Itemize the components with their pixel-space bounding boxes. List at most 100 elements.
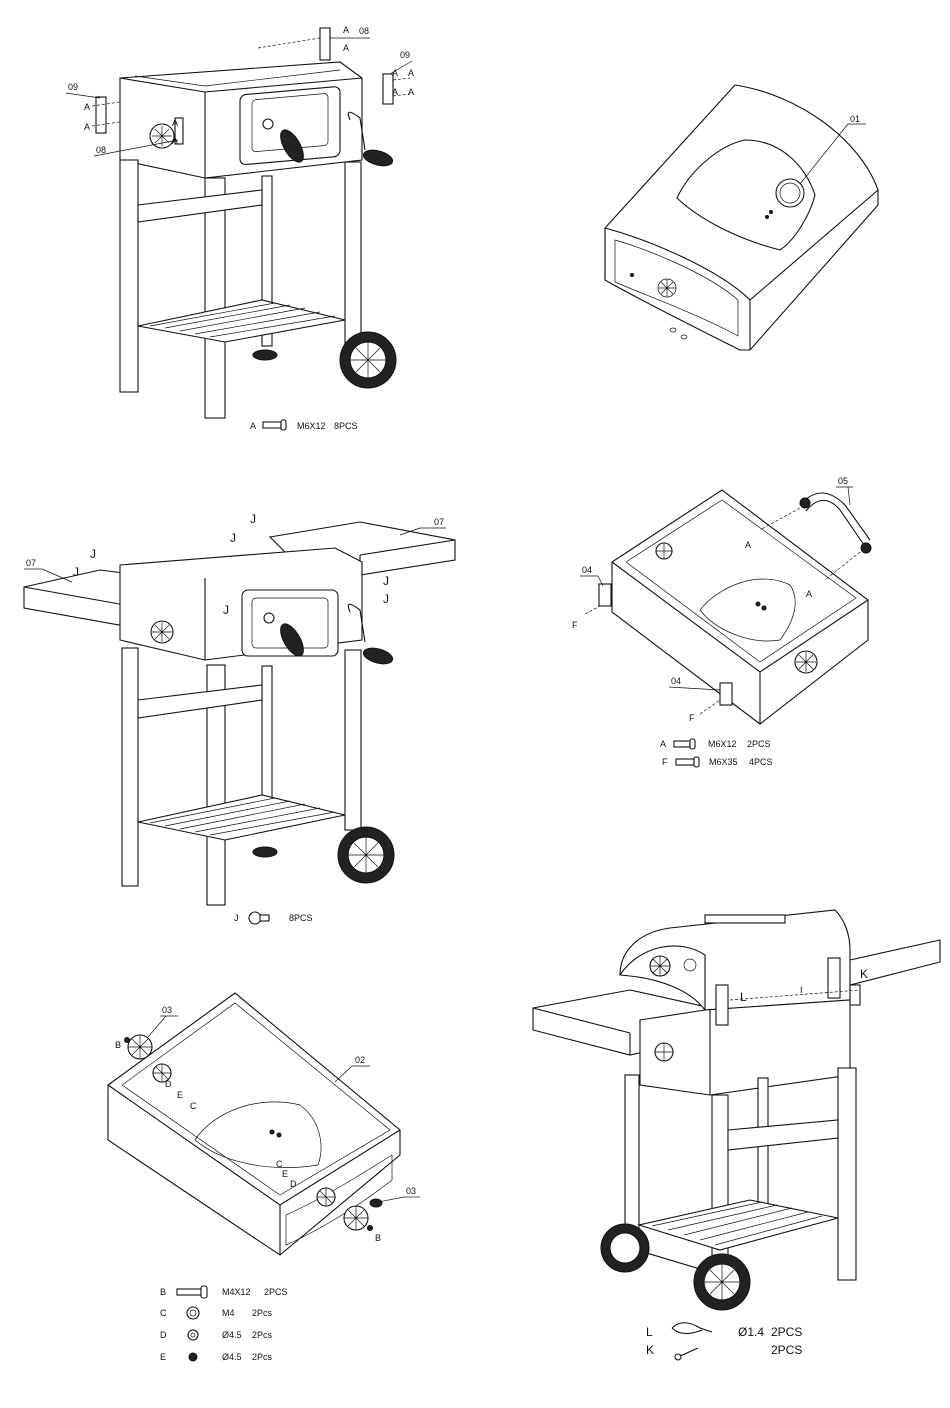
svg-text:M6X12: M6X12 — [708, 739, 737, 749]
screw-letter-j: J — [90, 547, 96, 561]
svg-text:8PCS: 8PCS — [334, 421, 358, 431]
callout-03-right: 03 — [406, 1186, 416, 1196]
svg-text:M6X12: M6X12 — [297, 421, 326, 431]
screw-letter-a: A — [745, 540, 751, 550]
svg-text:J: J — [234, 913, 239, 923]
screw-letter-d: D — [165, 1079, 172, 1089]
step1-hardware-legend: A M6X12 8PCS — [250, 420, 358, 431]
svg-text:L: L — [646, 1325, 653, 1339]
screw-letter-a: A — [172, 118, 178, 128]
vent-icon — [658, 279, 676, 297]
svg-text:2PCS: 2PCS — [771, 1343, 802, 1357]
callout-02: 02 — [355, 1055, 365, 1065]
svg-text:Ø1.4: Ø1.4 — [738, 1325, 764, 1339]
step4-firebox-handle-assembly: 05 04 04 A A F F A M6X12 2PCS F M6X35 4P… — [572, 476, 871, 767]
svg-text:Ø4.5: Ø4.5 — [222, 1330, 242, 1340]
callout-08-left: 08 — [96, 145, 106, 155]
screw-letter-f: F — [689, 713, 695, 723]
screw-letter-e: E — [177, 1090, 183, 1100]
callout-04-bottom: 04 — [671, 676, 681, 686]
screw-letter-e: E — [282, 1169, 288, 1179]
r-clip-icon — [672, 1323, 712, 1334]
step3-side-shelves-assembly: 07 07 J J J J J J J J 8PCS — [24, 512, 455, 924]
screw-letter-d: D — [290, 1179, 297, 1189]
bolt-icon — [674, 739, 695, 749]
svg-text:2PCS: 2PCS — [771, 1325, 802, 1339]
washer-icon — [188, 1330, 198, 1340]
screw-letter-a: A — [408, 68, 414, 78]
vent-cover-icon — [344, 1206, 368, 1230]
thumb-screw-icon — [249, 912, 269, 924]
screw-letter-c: C — [190, 1101, 197, 1111]
callout-07-left: 07 — [26, 558, 36, 568]
step6-hardware-legend: L Ø1.4 2PCS K 2PCS — [646, 1323, 802, 1360]
callout-09-right: 09 — [400, 50, 410, 60]
screw-letter-j: J — [250, 512, 256, 526]
svg-text:B: B — [160, 1287, 166, 1297]
nut-icon — [187, 1307, 199, 1319]
step3-hardware-legend: J 8PCS — [234, 912, 313, 924]
bolt-icon — [263, 420, 286, 430]
callout-08-top: 08 — [359, 26, 369, 36]
screw-letter-a: A — [392, 87, 398, 97]
svg-text:Ø4.5: Ø4.5 — [222, 1352, 242, 1362]
bolt-icon — [177, 1286, 207, 1298]
callout-04-top: 04 — [582, 565, 592, 575]
step5-firebox-vents-assembly: 03 02 03 B D E C C E D B B M4X12 2PCS C … — [108, 993, 420, 1362]
svg-text:M4: M4 — [222, 1308, 235, 1318]
step5-hardware-legend: B M4X12 2PCS C M4 2Pcs D Ø4.5 2Pcs E Ø4.… — [160, 1286, 288, 1362]
screw-letter-a: A — [84, 122, 90, 132]
svg-text:E: E — [160, 1352, 166, 1362]
screw-letter-j: J — [73, 565, 79, 579]
svg-text:M6X35: M6X35 — [709, 757, 738, 767]
lock-washer-icon — [189, 1353, 197, 1361]
screw-letter-c: C — [276, 1159, 283, 1169]
step6-complete-grill: L I K L Ø1.4 2PCS K 2PCS — [533, 910, 940, 1360]
screw-letter-b: B — [375, 1233, 381, 1243]
svg-text:K: K — [646, 1343, 654, 1357]
pin-icon — [675, 1348, 698, 1360]
svg-text:C: C — [160, 1308, 167, 1318]
svg-text:2PCS: 2PCS — [264, 1287, 288, 1297]
step1-cart-assembly: 08 09 09 08 A A A A A A A A A A A M6X12 … — [66, 25, 414, 431]
screw-letter-a: A — [343, 43, 349, 53]
svg-text:2PCS: 2PCS — [747, 739, 771, 749]
screw-letter-j: J — [230, 531, 236, 545]
screw-letter-b: B — [115, 1040, 121, 1050]
screw-letter-j: J — [383, 574, 389, 588]
vent-icon — [317, 1188, 335, 1206]
screw-letter-a: A — [343, 25, 349, 35]
screw-letter-a: A — [408, 87, 414, 97]
pin-letter-l: L — [740, 990, 747, 1004]
screw-letter-a: A — [172, 136, 178, 146]
callout-07-right: 07 — [434, 517, 444, 527]
svg-text:F: F — [662, 757, 668, 767]
vent-icon — [795, 651, 817, 673]
svg-text:A: A — [250, 421, 256, 431]
svg-text:2Pcs: 2Pcs — [252, 1308, 273, 1318]
callout-09-left: 09 — [68, 82, 78, 92]
callout-01: 01 — [850, 114, 860, 124]
svg-text:A: A — [660, 739, 666, 749]
vent-icon — [650, 956, 670, 976]
svg-text:2Pcs: 2Pcs — [252, 1330, 273, 1340]
vent-icon — [656, 543, 672, 559]
bolt-icon — [676, 757, 699, 767]
screw-letter-j: J — [383, 592, 389, 606]
step4-hardware-legend: A M6X12 2PCS F M6X35 4PCS — [660, 739, 773, 767]
vent-cover-icon — [128, 1035, 152, 1059]
svg-text:M4X12: M4X12 — [222, 1287, 251, 1297]
pin-letter-i: I — [800, 985, 803, 995]
screw-letter-a: A — [806, 589, 812, 599]
callout-05: 05 — [838, 476, 848, 486]
svg-text:D: D — [160, 1330, 167, 1340]
screw-letter-j: J — [223, 603, 229, 617]
vent-icon — [655, 1043, 673, 1061]
svg-text:8PCS: 8PCS — [289, 913, 313, 923]
screw-letter-a: A — [84, 102, 90, 112]
screw-letter-a: A — [392, 68, 398, 78]
svg-text:2Pcs: 2Pcs — [252, 1352, 273, 1362]
svg-text:4PCS: 4PCS — [749, 757, 773, 767]
screw-letter-f: F — [572, 620, 578, 630]
